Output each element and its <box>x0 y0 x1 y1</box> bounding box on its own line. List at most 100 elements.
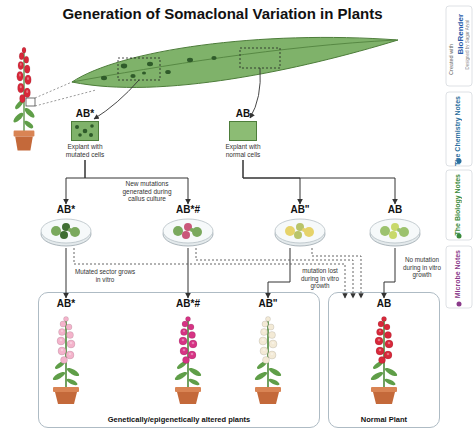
graphic-part <box>161 216 215 248</box>
diagram-title: Generation of Somaclonal Variation in Pl… <box>0 5 445 23</box>
connector-arrow <box>66 160 85 204</box>
connector-arrow <box>66 248 67 298</box>
group-caption: Normal Plant <box>329 415 439 424</box>
watermark: The Biology Notes <box>453 174 462 235</box>
graphic-part <box>101 76 107 80</box>
leaf-midrib <box>72 40 396 82</box>
graphic-part <box>72 122 98 140</box>
node-caption: Explant with mutated cells <box>59 143 111 158</box>
graphic-part <box>275 219 325 243</box>
graphic-part <box>41 219 91 243</box>
badge-frame <box>446 6 472 86</box>
group-caption: Genetically/epigenetically altered plant… <box>39 415 319 424</box>
petri-dish: AB*# <box>161 204 215 248</box>
graphic-part <box>192 227 202 237</box>
graphic-part <box>173 226 183 236</box>
watermark: Created with <box>448 44 455 75</box>
edge-label: No mutation during in vitro growth <box>399 256 445 279</box>
edge-label: mutation lost during in vitro growth <box>296 267 344 290</box>
zoom-leader <box>35 82 96 106</box>
connector-arrow <box>243 160 300 204</box>
graphic-part <box>294 231 302 239</box>
node-heading: AB*# <box>160 298 216 310</box>
graphic-part <box>89 133 93 137</box>
sampling-arrow <box>250 68 260 118</box>
group-box: Genetically/epigenetically altered plant… <box>38 292 320 428</box>
graphic-part <box>70 227 80 237</box>
node-heading: AB <box>368 204 422 216</box>
dish-outline <box>368 216 422 248</box>
leaf-zoom <box>72 37 398 87</box>
watermark: Microbe Notes <box>453 250 462 298</box>
graphic-part <box>399 227 409 237</box>
graphic-part <box>368 216 422 248</box>
dotted-connector <box>74 248 345 298</box>
zoom-box <box>26 98 35 106</box>
graphic-part <box>163 219 213 243</box>
node-heading: AB* <box>38 298 94 310</box>
mutated-spots <box>101 56 217 80</box>
normal-plant <box>370 317 399 405</box>
altered-plant <box>174 317 203 405</box>
graphic-part <box>273 216 327 248</box>
connector-arrow <box>268 248 290 298</box>
dish-outline <box>161 216 215 248</box>
node-heading: AB <box>331 298 437 310</box>
dish-outline <box>39 216 93 248</box>
graphic-part <box>142 71 146 74</box>
badge-frame <box>446 170 472 240</box>
altered-plant <box>254 317 283 405</box>
node-heading: AB" <box>273 204 327 216</box>
group-box: Normal Plant AB <box>328 292 440 428</box>
graphic-part <box>75 125 79 129</box>
node-heading: AB* <box>59 108 111 120</box>
graphic-part <box>39 216 93 248</box>
badge-icon <box>457 302 462 307</box>
explant-square <box>229 121 257 141</box>
graphic-part <box>83 129 88 134</box>
graphic-part <box>389 231 397 239</box>
badge-frame <box>446 246 472 308</box>
graphic-part <box>147 62 153 66</box>
node-heading: AB* <box>39 204 93 216</box>
edge-label: Mutated sector grows in vitro <box>74 268 136 283</box>
graphic-part <box>68 228 72 232</box>
petri-dish: AB" <box>273 204 327 248</box>
graphic-part <box>370 219 420 243</box>
graphic-part <box>51 226 61 236</box>
source-plant <box>13 47 36 150</box>
graphic-part <box>190 228 194 232</box>
dish-outline <box>273 216 327 248</box>
watermark: BioRender <box>456 14 465 54</box>
node-heading: AB <box>217 108 269 120</box>
annotation: New mutations generated during callus cu… <box>118 180 176 203</box>
watermark: Designed by Sagar Aryal <box>465 20 471 70</box>
petri-dish: AB <box>368 204 422 248</box>
connector-arrow <box>384 248 395 298</box>
graphic-part <box>165 70 171 74</box>
plant-box: AB" <box>240 298 296 406</box>
sample-region <box>240 48 280 68</box>
plant-box: AB <box>331 298 437 406</box>
graphic-part <box>182 231 190 239</box>
dotted-connector <box>196 248 353 298</box>
graphic-part <box>380 226 390 236</box>
petri-dish: AB* <box>39 204 93 248</box>
connector-arrow <box>85 160 188 204</box>
graphic-part <box>302 228 306 232</box>
plant-box: AB* <box>38 298 94 406</box>
node-caption: Explant with normal cells <box>217 143 269 158</box>
graphic-part <box>285 226 295 236</box>
explant-tile: AB Explant with normal cells <box>217 108 269 160</box>
explant-square <box>71 121 99 141</box>
node-heading: AB*# <box>161 204 215 216</box>
sample-region <box>118 58 160 80</box>
badge-frame <box>446 92 472 166</box>
graphic-part <box>121 64 127 69</box>
graphic-part <box>187 58 193 62</box>
graphic-part <box>60 231 68 239</box>
connector-arrow <box>243 160 395 204</box>
graphic-part <box>78 133 82 137</box>
plant-box: AB*# <box>160 298 216 406</box>
watermark: The Chemistry Notes <box>453 96 462 166</box>
